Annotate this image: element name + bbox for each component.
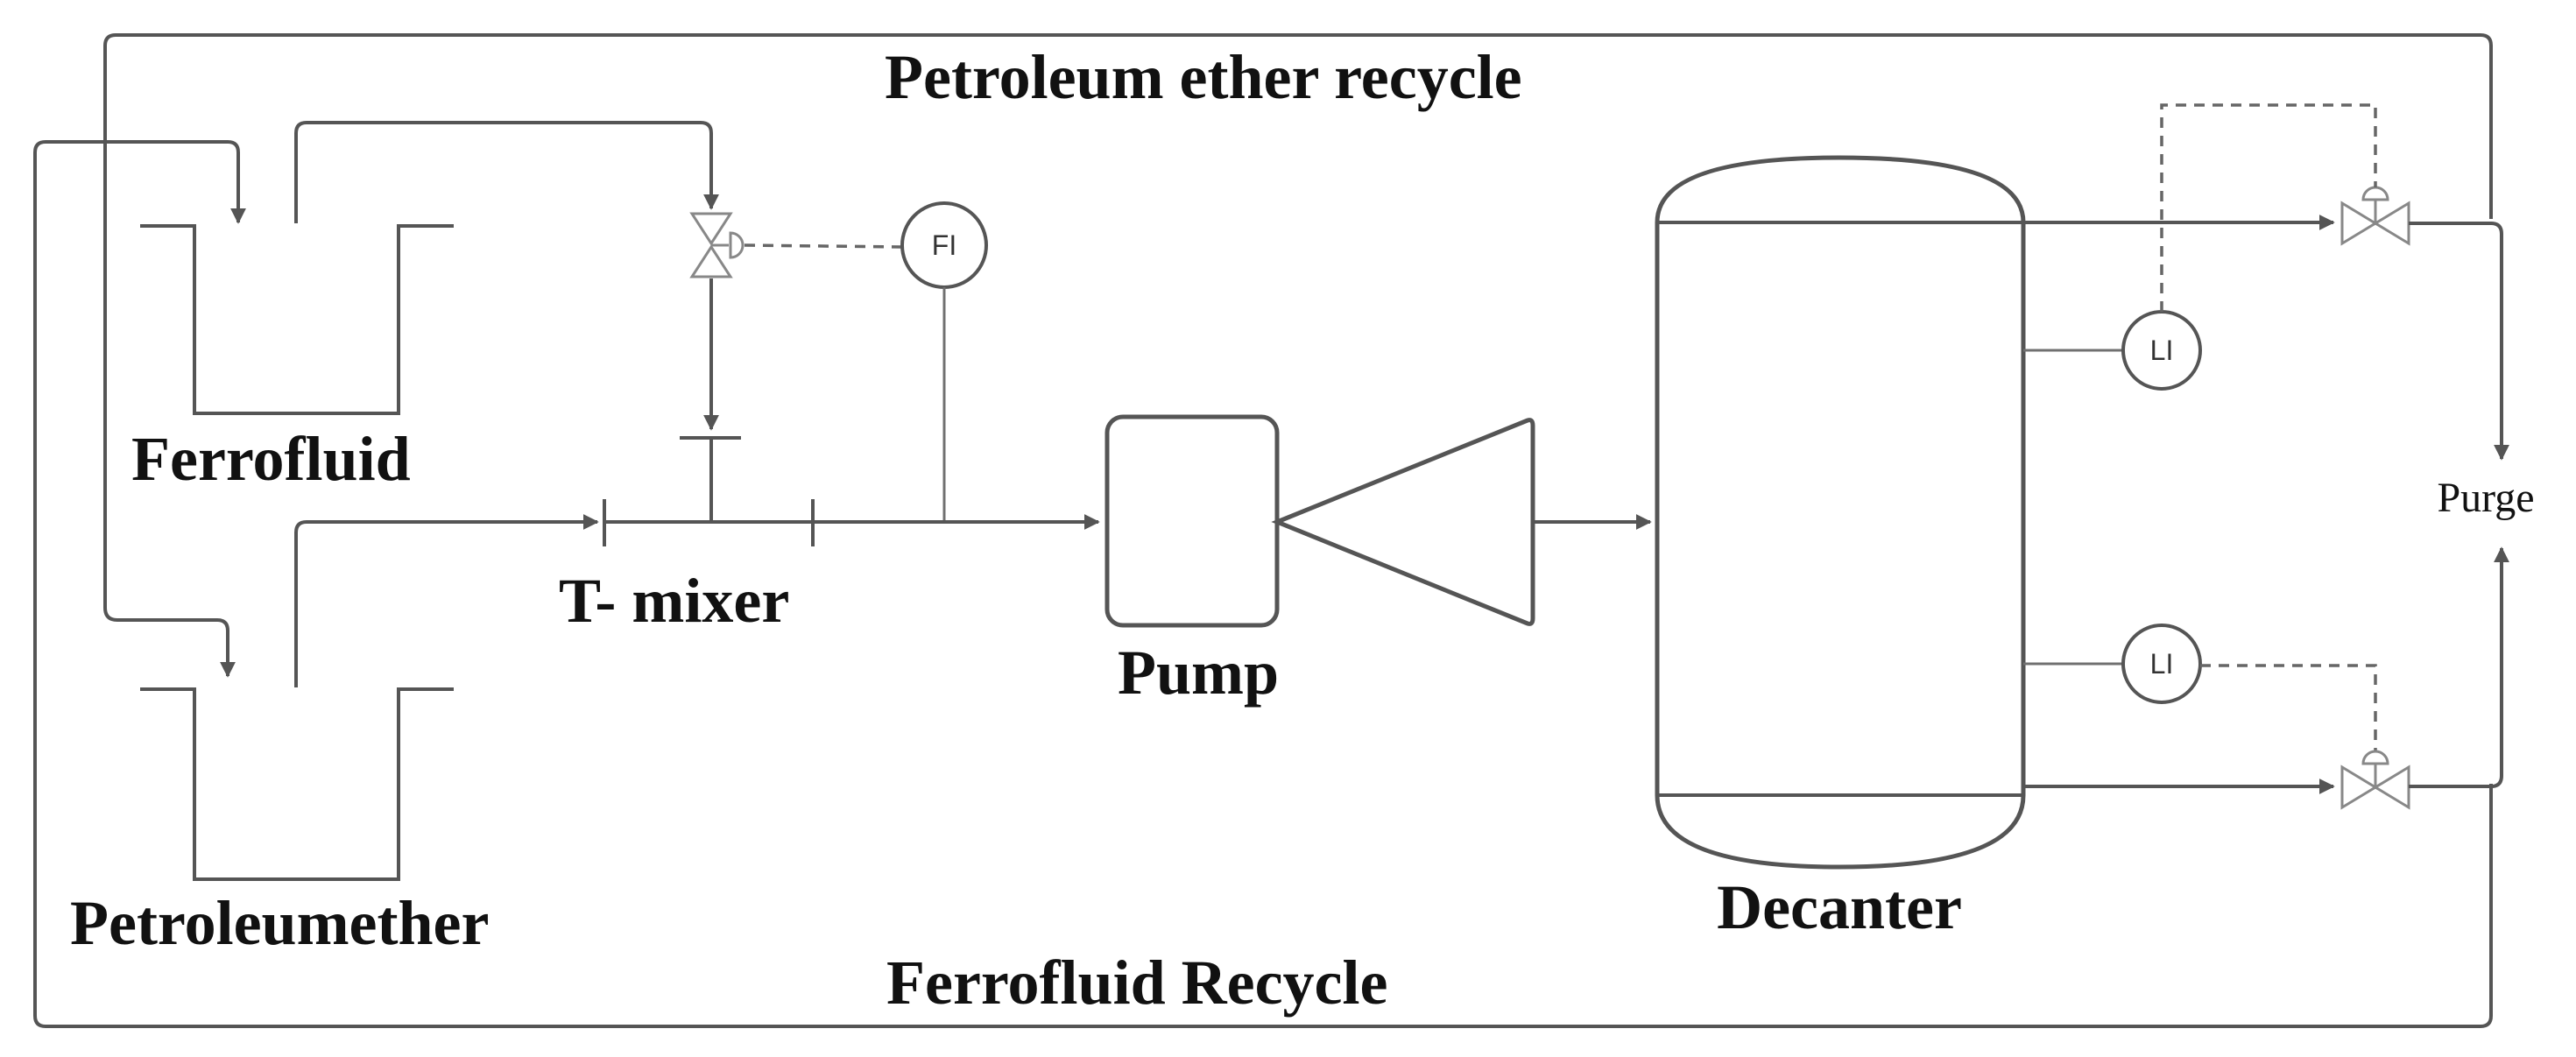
t-mixer-label: T- mixer <box>559 566 789 636</box>
level-indicator-bottom: LI <box>2121 624 2202 704</box>
top-control-valve <box>2340 186 2410 246</box>
petroleumether-label: Petroleumether <box>70 888 489 958</box>
pump-label: Pump <box>1118 638 1279 708</box>
level-indicator-top-label: LI <box>2150 335 2174 366</box>
bottom-level-signal-line <box>2200 664 2377 753</box>
pump-volute <box>1271 418 1535 626</box>
petroleum-ether-recycle-label: Petroleum ether recycle <box>885 42 1522 112</box>
petroleumether-tank <box>140 687 454 881</box>
flow-signal-line <box>744 243 903 249</box>
decanter-label: Decanter <box>1717 872 1962 942</box>
flow-indicator: FI <box>900 201 988 289</box>
top-valve-to-purge-line <box>2409 222 2509 461</box>
ferrofluid-recycle-line <box>33 140 2493 1028</box>
ferrofluid-label: Ferrofluid <box>131 424 411 494</box>
bottom-control-valve <box>2340 750 2410 810</box>
level-indicator-bottom-label: LI <box>2150 648 2174 680</box>
ferrofluid-recycle-label: Ferrofluid Recycle <box>886 948 1387 1018</box>
pump-body <box>1105 414 1280 628</box>
top-level-signal-line <box>2160 103 2377 312</box>
ferrofluid-tank <box>140 224 454 415</box>
purge-label: Purge <box>2437 475 2534 521</box>
bottom-valve-to-purge-line <box>2409 546 2509 788</box>
level-indicator-top: LI <box>2121 310 2202 391</box>
ferrofluid-feed-line <box>294 121 719 223</box>
petroleum-ether-recycle-line <box>103 33 2493 678</box>
ferrofluid-control-valve <box>689 212 745 278</box>
decanter-vessel <box>1655 155 2026 870</box>
petroleumether-feed-line <box>294 514 599 687</box>
flow-indicator-label: FI <box>932 229 956 261</box>
